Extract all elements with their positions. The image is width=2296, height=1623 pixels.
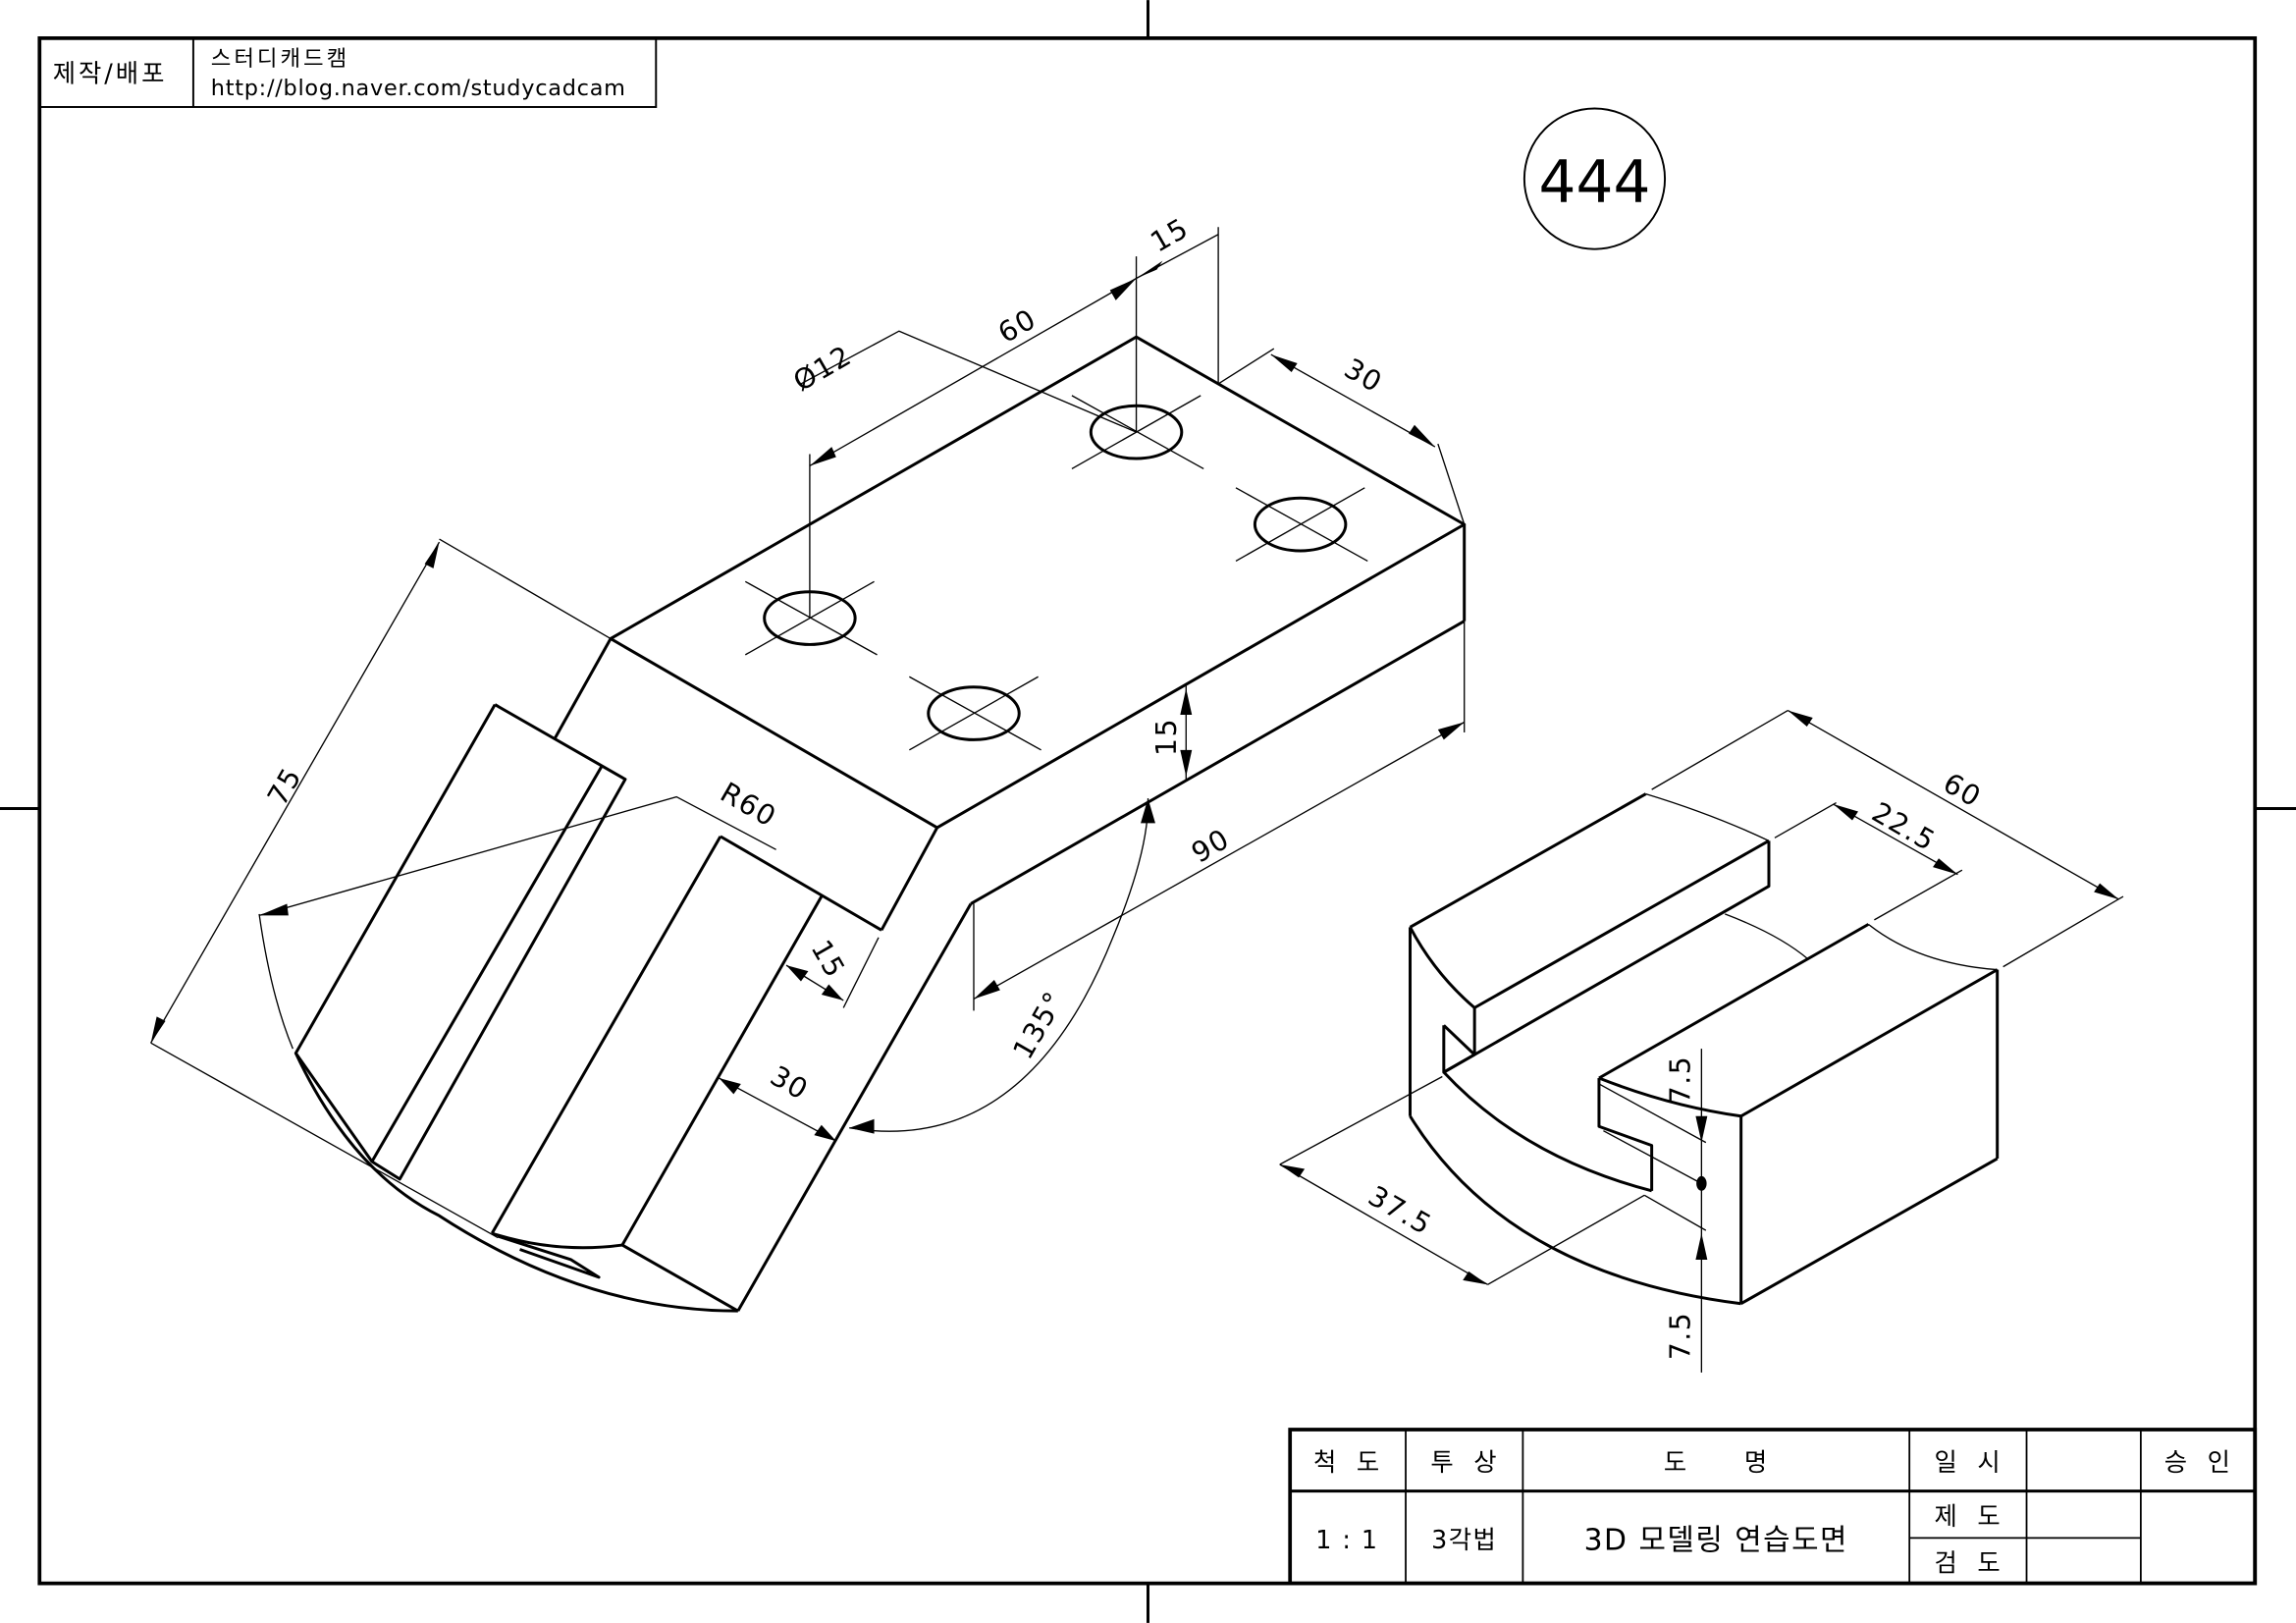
drawing-number-badge: 444 (1522, 107, 1667, 250)
dim-slot-30: 30 (765, 1059, 814, 1107)
dim-height-7-5-top: 7.5 (1664, 1055, 1696, 1105)
publisher-name: 스터디캐드캠 (211, 46, 349, 72)
dim-slot-15: 15 (805, 935, 852, 984)
dim-thickness-15: 15 (1150, 718, 1183, 756)
scale-label: 척 도 (1313, 1447, 1381, 1477)
drawing-name-value: 3D 모델링 연습도면 (1584, 1523, 1848, 1557)
dim-length-90: 90 (1186, 822, 1235, 869)
drawing-number: 444 (1539, 149, 1651, 217)
dim-width-22-5: 22.5 (1866, 796, 1941, 858)
dim-width-30: 30 (1339, 352, 1388, 400)
dim-hole-diameter: Ø12 (788, 339, 858, 398)
left-part-isometric: Ø12 60 15 30 15 90 75 R60 15 30 135° (150, 211, 1467, 1313)
dim-depth-37-5: 37.5 (1362, 1179, 1437, 1241)
title-block: 척 도 투 상 도 명 일 시 승 인 1 : 1 3각법 3D 모델링 연습도… (1288, 1428, 2258, 1586)
drawn-by-label: 제 도 (1934, 1501, 2002, 1531)
dim-angle-135: 135° (1007, 986, 1072, 1065)
publisher-url[interactable]: http://blog.naver.com/studycadcam (211, 76, 626, 101)
checked-by-label: 검 도 (1934, 1548, 2002, 1578)
projection-label: 투 상 (1430, 1447, 1498, 1477)
dim-height-7-5-bottom: 7.5 (1664, 1312, 1696, 1361)
projection-value: 3각법 (1431, 1525, 1497, 1554)
scale-value: 1 : 1 (1315, 1525, 1378, 1554)
dim-width-60: 60 (1938, 767, 1987, 814)
dim-length-75: 75 (261, 762, 308, 811)
right-part-isometric: 60 22.5 37.5 7.5 7.5 (1279, 709, 2124, 1373)
date-label: 일 시 (1934, 1447, 2002, 1477)
dim-radius-r60: R60 (715, 776, 782, 834)
approval-label: 승 인 (2164, 1447, 2232, 1477)
drawing-name-label: 도 명 (1664, 1447, 1769, 1477)
publisher-box: 제작/배포 스터디캐드캠 http://blog.naver.com/study… (38, 36, 658, 108)
publisher-label: 제작/배포 (53, 59, 168, 88)
dim-length-60: 60 (992, 302, 1041, 350)
